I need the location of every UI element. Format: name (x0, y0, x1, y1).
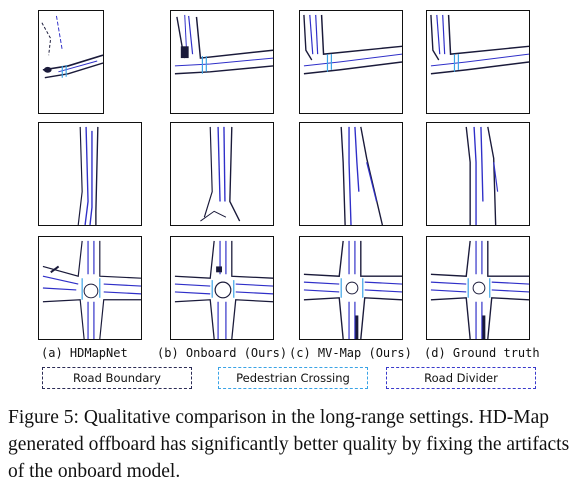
map-panel-onboard-row2 (170, 122, 274, 226)
column-label-groundtruth: (d) Ground truth (424, 346, 540, 360)
map-panel-mvmap-row3 (299, 236, 403, 340)
figure-caption: Figure 5: Qualitative comparison in the … (8, 407, 570, 482)
map-panel-groundtruth-row3 (426, 236, 530, 340)
map-panel-hdmapnet-row2 (38, 122, 142, 226)
legend-label: Road Divider (424, 371, 498, 385)
map-panel-onboard-row1 (170, 10, 274, 114)
legend-label: Pedestrian Crossing (236, 371, 350, 385)
map-panel-onboard-row3 (170, 236, 274, 340)
map-panel-groundtruth-row2 (426, 122, 530, 226)
map-panel-groundtruth-row1 (426, 10, 530, 114)
legend-road-boundary: Road Boundary (42, 367, 192, 389)
legend-label: Road Boundary (73, 371, 161, 385)
column-label-onboard: (b) Onboard (Ours) (157, 346, 288, 360)
map-panel-hdmapnet-row1 (38, 10, 104, 114)
legend-pedestrian-crossing: Pedestrian Crossing (218, 367, 368, 389)
legend-road-divider: Road Divider (386, 367, 536, 389)
map-panel-mvmap-row2 (299, 122, 403, 226)
column-label-hdmapnet: (a) HDMapNet (41, 346, 128, 360)
column-label-mvmap: (c) MV-Map (Ours) (289, 346, 412, 360)
map-panel-mvmap-row1 (299, 10, 403, 114)
map-panel-hdmapnet-row3 (38, 236, 142, 340)
